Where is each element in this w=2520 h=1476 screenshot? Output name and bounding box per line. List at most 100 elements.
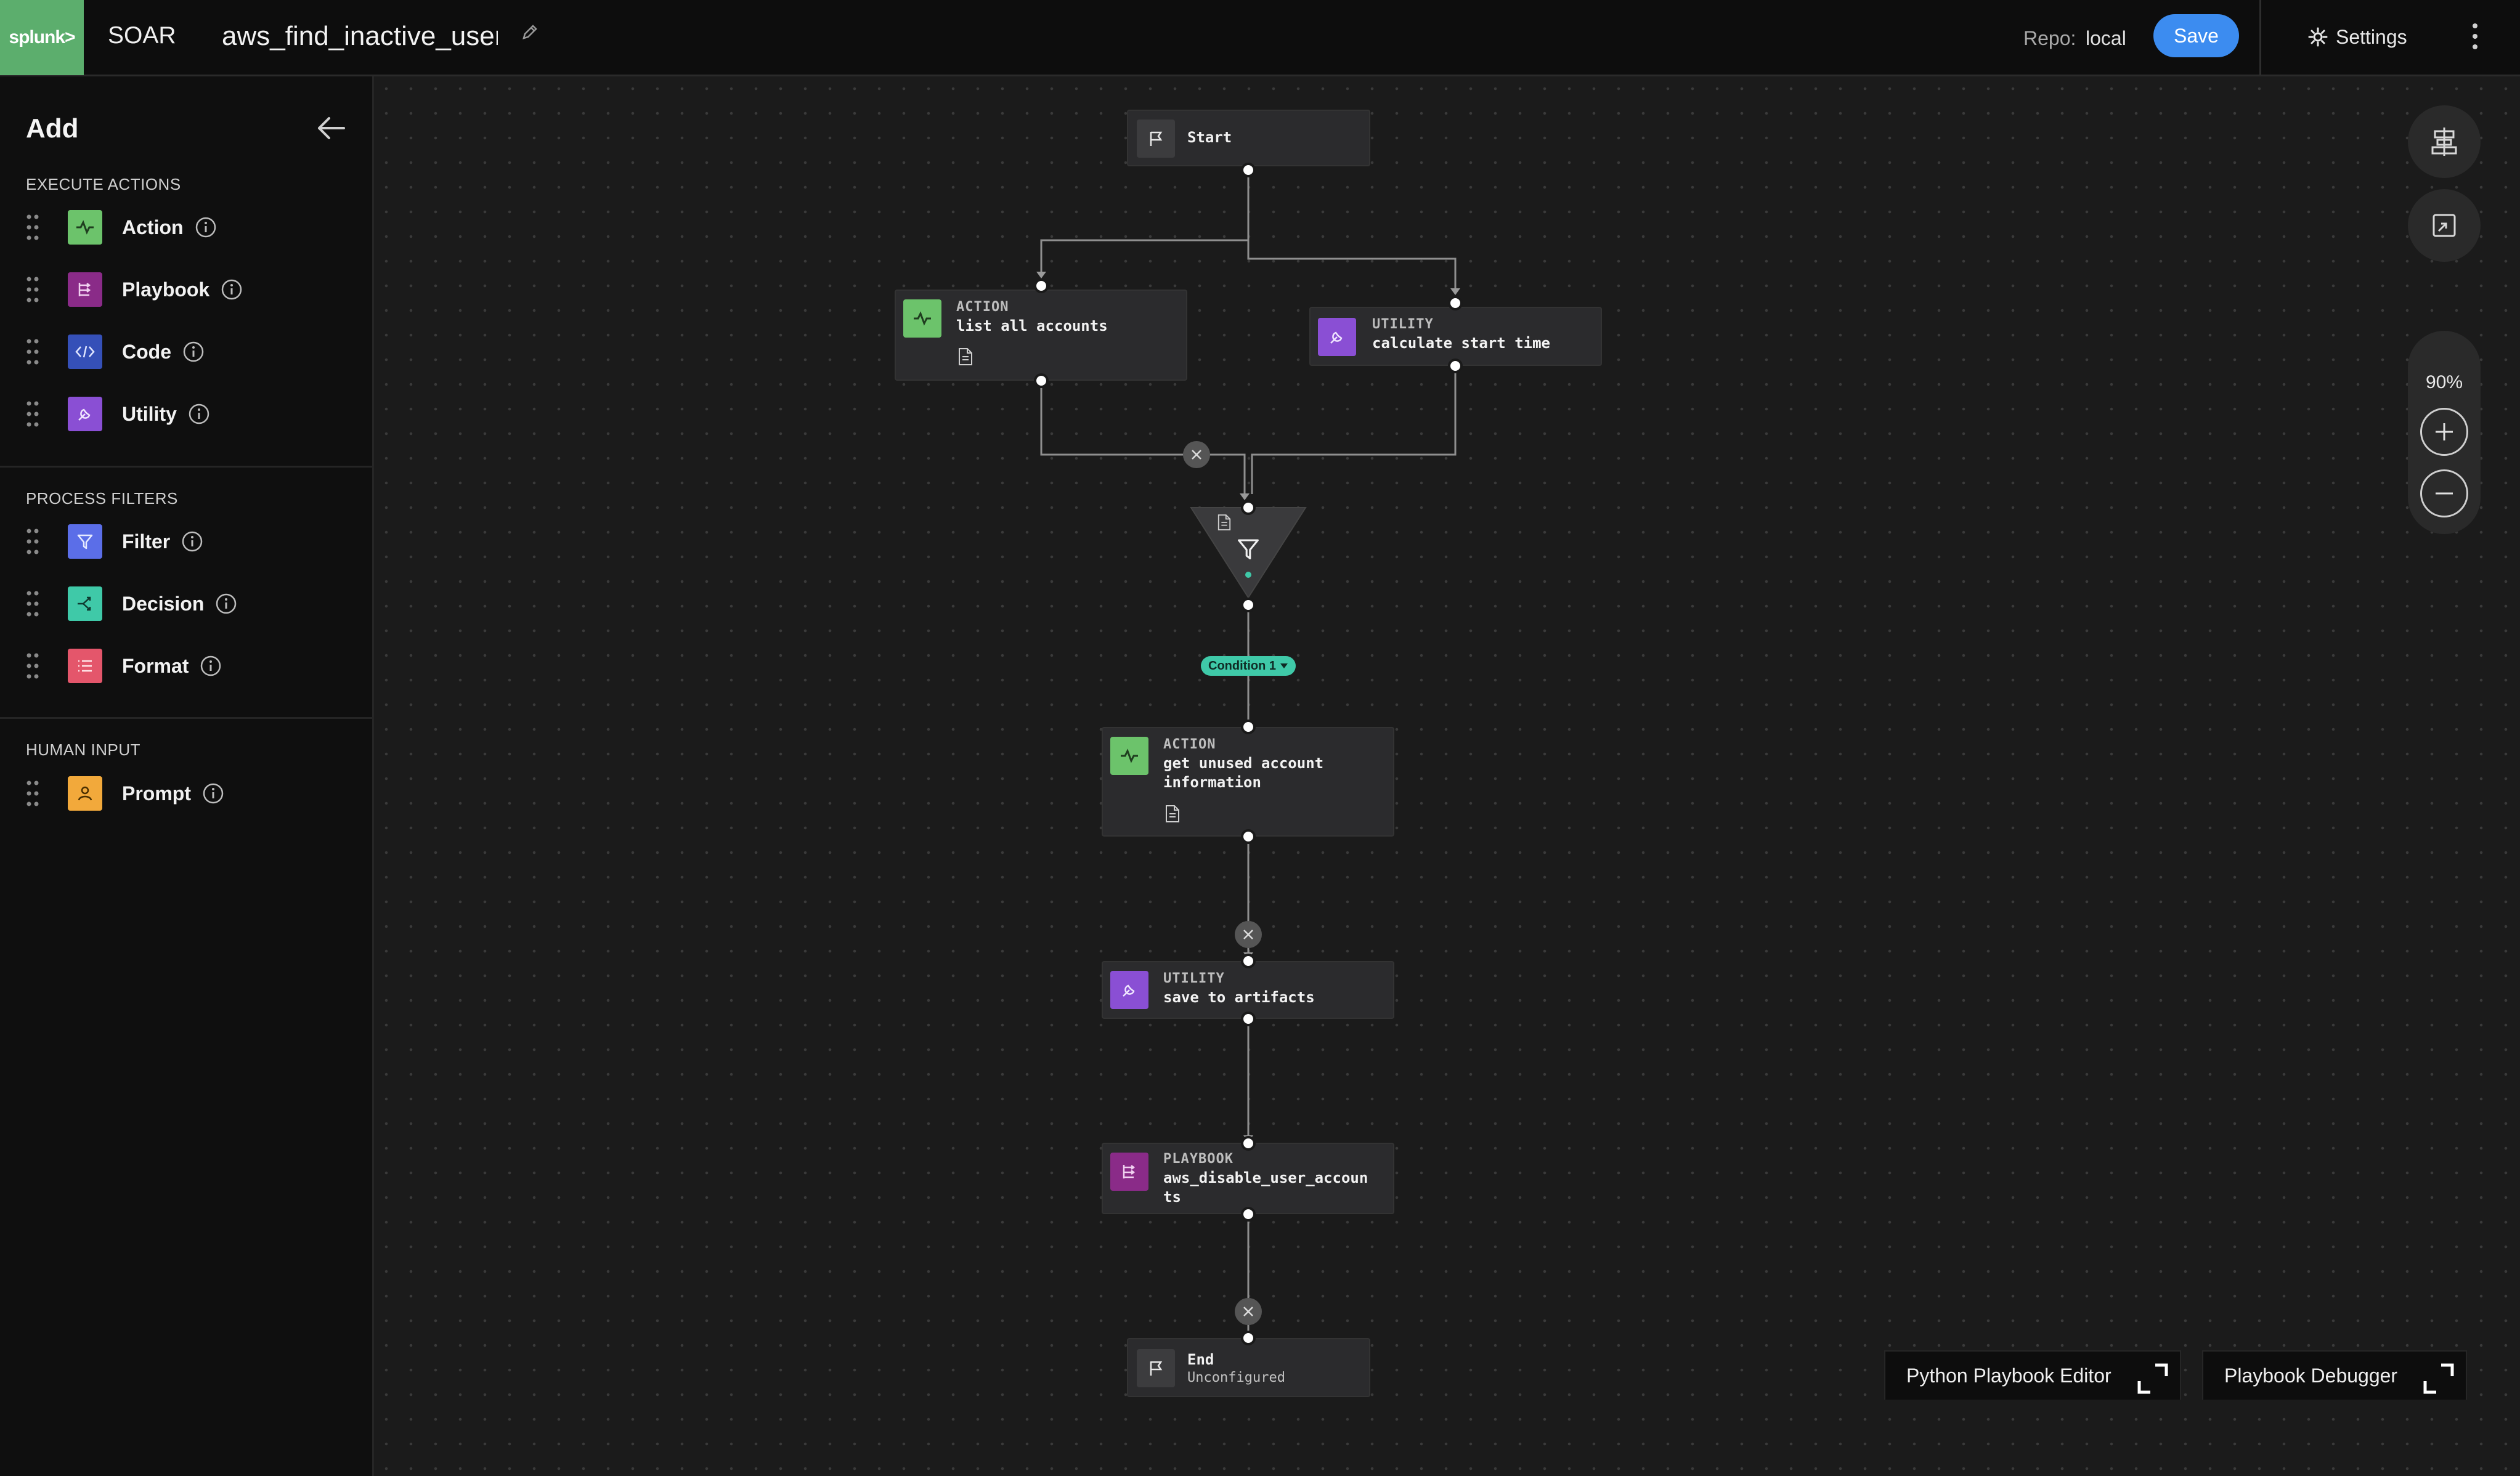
end-node[interactable]: End Unconfigured <box>1127 1338 1370 1397</box>
drag-handle-icon[interactable] <box>26 779 39 808</box>
block-decision[interactable]: Decision <box>26 586 237 621</box>
playbook-title[interactable]: aws_find_inactive_users <box>222 21 498 51</box>
utility-node-save-to-artifacts[interactable]: UTILITY save to artifacts <box>1102 961 1394 1019</box>
utility-node-calculate-start-time[interactable]: UTILITY calculate start time <box>1309 307 1602 366</box>
playbook-canvas[interactable]: Start ACTION list all accounts UTILITY c… <box>374 76 2520 1476</box>
drag-handle-icon[interactable] <box>26 652 39 680</box>
block-label: Code <box>122 340 171 363</box>
code-icon <box>68 335 102 369</box>
decision-icon <box>68 586 102 621</box>
repo-value[interactable]: local <box>2086 27 2126 49</box>
output-port[interactable] <box>1448 359 1463 373</box>
drag-handle-icon[interactable] <box>26 590 39 618</box>
edge-arrow <box>1450 288 1460 295</box>
input-port[interactable] <box>1241 500 1256 515</box>
output-port[interactable] <box>1241 163 1256 177</box>
output-port[interactable] <box>1241 1012 1256 1026</box>
fit-to-screen-button[interactable] <box>2408 189 2481 262</box>
node-type: PLAYBOOK <box>1163 1151 1234 1167</box>
drag-handle-icon[interactable] <box>26 527 39 556</box>
gear-icon <box>2308 27 2328 47</box>
node-name-line-2: information <box>1163 774 1261 791</box>
input-port[interactable] <box>1034 278 1049 293</box>
drag-handle-icon[interactable] <box>26 338 39 366</box>
auto-layout-button[interactable] <box>2408 105 2481 178</box>
header-divider <box>2259 0 2261 75</box>
node-name: Start <box>1187 129 1232 146</box>
block-action[interactable]: Action <box>26 210 217 245</box>
node-status: Unconfigured <box>1187 1370 1285 1385</box>
input-port[interactable] <box>1241 1136 1256 1151</box>
edge-arrow <box>1240 493 1250 500</box>
section-divider <box>0 466 374 468</box>
document-icon[interactable] <box>957 347 973 366</box>
zoom-out-button[interactable] <box>2420 469 2468 517</box>
output-port[interactable] <box>1034 373 1049 388</box>
block-utility[interactable]: Utility <box>26 397 210 431</box>
input-port[interactable] <box>1241 954 1256 968</box>
section-heading-process-filters: PROCESS FILTERS <box>26 489 178 508</box>
arrow-left-icon[interactable] <box>315 115 346 142</box>
document-icon[interactable] <box>1217 514 1232 531</box>
settings-button[interactable]: Settings <box>2307 22 2407 52</box>
zoom-level: 90% <box>2425 372 2463 392</box>
drag-handle-icon[interactable] <box>26 275 39 304</box>
info-icon[interactable] <box>195 216 217 238</box>
info-icon[interactable] <box>188 403 210 425</box>
block-playbook[interactable]: Playbook <box>26 272 243 307</box>
info-icon[interactable] <box>182 341 205 363</box>
block-code[interactable]: Code <box>26 335 205 369</box>
info-icon[interactable] <box>221 278 243 301</box>
action-node-list-all-accounts[interactable]: ACTION list all accounts <box>895 290 1187 381</box>
add-block-panel: Add EXECUTE ACTIONS Action Playbook Code <box>0 76 374 1476</box>
info-icon[interactable] <box>181 530 203 553</box>
action-node-get-unused-account-information[interactable]: ACTION get unused account information <box>1102 727 1394 837</box>
pencil-icon[interactable] <box>520 22 540 42</box>
filter-icon[interactable] <box>1235 536 1261 562</box>
playbook-node-aws-disable-user-accounts[interactable]: PLAYBOOK aws_disable_user_accoun ts <box>1102 1143 1394 1214</box>
input-port[interactable] <box>1448 296 1463 310</box>
output-port[interactable] <box>1241 829 1256 844</box>
delete-edge-button[interactable] <box>1235 1298 1262 1325</box>
more-menu-icon[interactable] <box>2471 22 2479 51</box>
drag-handle-icon[interactable] <box>26 400 39 428</box>
save-button[interactable]: Save <box>2153 14 2239 57</box>
block-filter[interactable]: Filter <box>26 524 203 559</box>
info-icon[interactable] <box>215 593 237 615</box>
node-type: ACTION <box>1163 737 1216 752</box>
edge-arrow <box>1036 272 1046 278</box>
node-type: UTILITY <box>1163 971 1225 986</box>
output-port[interactable] <box>1241 598 1256 612</box>
block-prompt[interactable]: Prompt <box>26 776 224 811</box>
info-icon[interactable] <box>202 782 224 805</box>
input-port[interactable] <box>1241 720 1256 734</box>
output-port[interactable] <box>1241 1207 1256 1222</box>
start-node[interactable]: Start <box>1127 110 1370 166</box>
block-label: Filter <box>122 530 171 553</box>
playbook-debugger-tab[interactable]: Playbook Debugger <box>2202 1350 2467 1400</box>
splunk-logo[interactable]: splunk> <box>0 0 84 75</box>
node-type: ACTION <box>956 299 1009 315</box>
info-icon[interactable] <box>200 655 222 677</box>
close-icon <box>1243 1307 1253 1316</box>
node-name: aws_disable_user_accoun <box>1163 1169 1368 1186</box>
python-playbook-editor-tab[interactable]: Python Playbook Editor <box>1884 1350 2181 1400</box>
block-label: Action <box>122 216 184 238</box>
block-format[interactable]: Format <box>26 649 222 683</box>
delete-edge-button[interactable] <box>1183 441 1210 468</box>
input-port[interactable] <box>1241 1331 1256 1345</box>
minus-icon <box>2436 492 2453 495</box>
document-icon[interactable] <box>1164 805 1181 823</box>
node-name: get unused account <box>1163 755 1324 772</box>
delete-edge-button[interactable] <box>1235 921 1262 948</box>
flag-icon <box>1137 120 1175 158</box>
flag-icon <box>1137 1349 1175 1387</box>
edges-layer <box>1036 174 1460 1340</box>
plus-icon <box>2436 423 2453 440</box>
expand-icon <box>2423 1363 2454 1394</box>
condition-selector[interactable]: Condition 1 <box>1201 656 1296 676</box>
panel-title: Add <box>26 113 79 144</box>
node-name: save to artifacts <box>1163 989 1315 1006</box>
drag-handle-icon[interactable] <box>26 213 39 241</box>
zoom-in-button[interactable] <box>2420 408 2468 456</box>
